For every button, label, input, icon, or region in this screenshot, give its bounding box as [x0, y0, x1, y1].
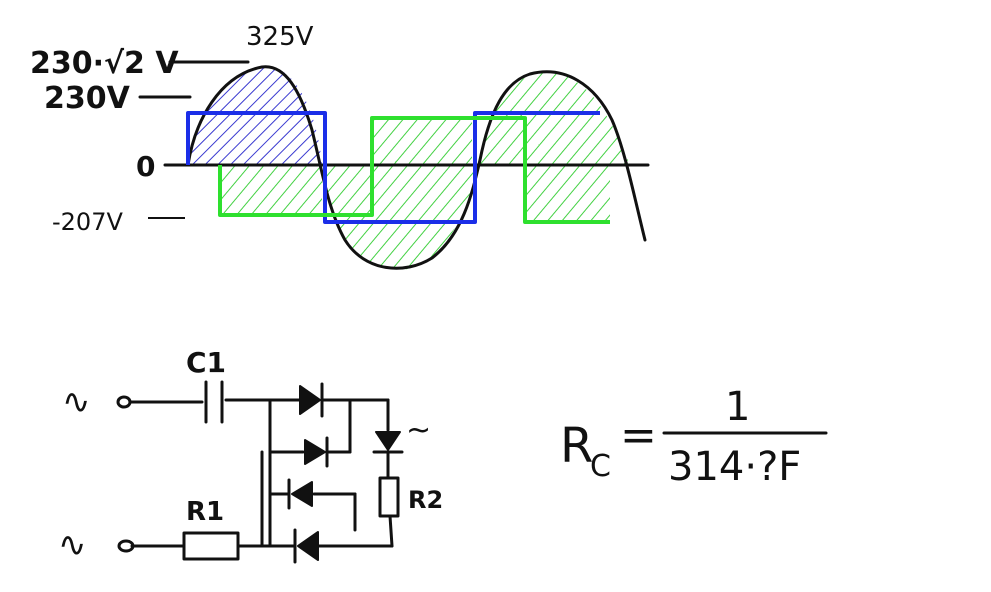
formula-denominator: 314·?F [668, 444, 801, 490]
formula-lhs-subscript: C [590, 449, 611, 484]
circuit-diagram: ∿ ∿ C1 [58, 346, 443, 565]
c1-label: C1 [186, 346, 226, 379]
green-square-wave [218, 116, 610, 224]
terminal-top [116, 395, 132, 409]
r1-label: R1 [186, 497, 224, 527]
green-square-hatch-3 [372, 118, 472, 165]
diode-4 [297, 531, 319, 561]
led-glow-symbol: ~ [406, 413, 431, 448]
rms-label: 230V [44, 81, 131, 116]
negative-label: -207V [52, 208, 123, 236]
green-square-hatch-2 [525, 165, 610, 222]
sine-positive2-hatch [478, 72, 630, 165]
peak-value-label: 325V [246, 22, 314, 52]
led-diode [375, 431, 401, 451]
r2-label: R2 [408, 486, 443, 514]
formula-equals: = [620, 410, 657, 461]
formula-numerator: 1 [725, 384, 750, 430]
diode-1 [299, 385, 321, 415]
input-top-symbol: ∿ [62, 382, 91, 422]
formula: R C = 1 314·?F [560, 384, 828, 490]
green-square-hatch-1 [220, 165, 322, 215]
sine-wave [186, 65, 647, 270]
peak-label: 230·√2 V [30, 46, 179, 81]
input-bottom-symbol: ∿ [58, 525, 87, 565]
sine-positive-hatch [188, 66, 322, 165]
diode-3 [291, 481, 313, 507]
waveform-plot: 230·√2 V 325V 230V 0 -207V [30, 22, 650, 270]
formula-lhs: R [560, 418, 593, 474]
sine-negative-hatch [322, 165, 478, 270]
r2-resistor [378, 476, 400, 518]
blue-square-wave [186, 111, 600, 224]
r1-resistor [182, 531, 240, 561]
zero-label: 0 [136, 150, 155, 183]
diode-2 [304, 439, 326, 465]
